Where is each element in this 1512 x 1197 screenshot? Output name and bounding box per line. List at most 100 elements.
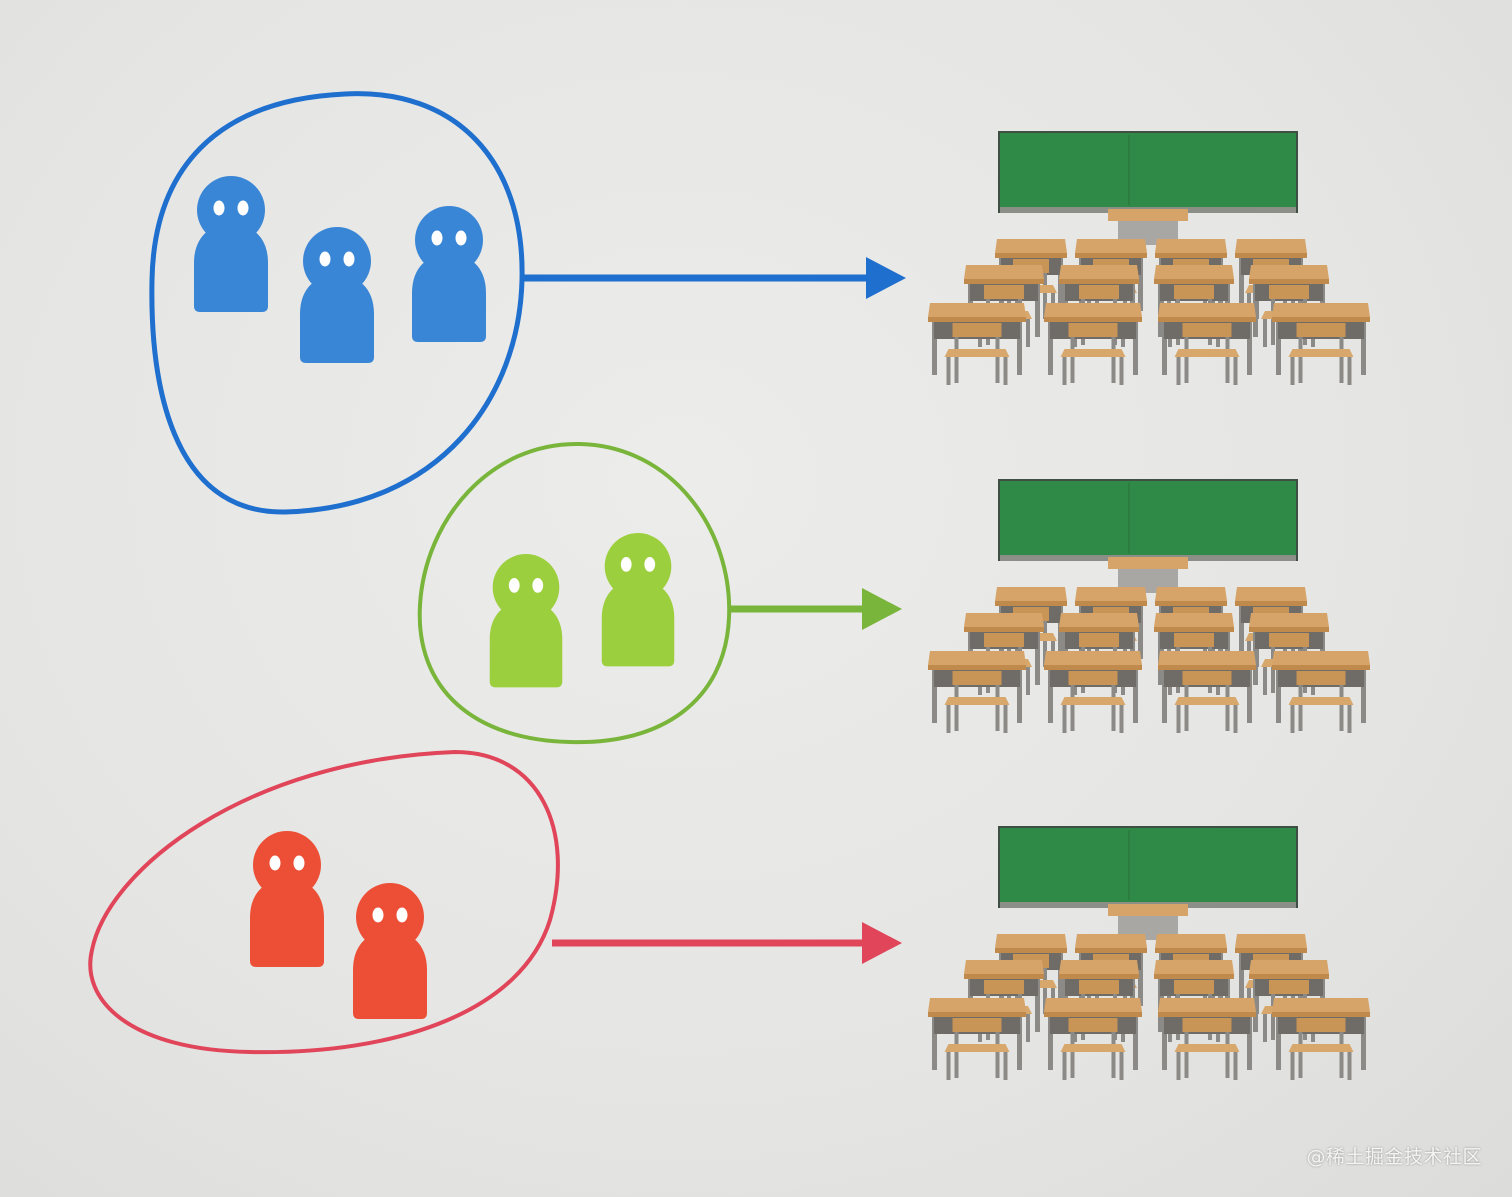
desk-edge: [964, 974, 1044, 979]
desk-leg: [1017, 665, 1022, 723]
person-eye: [213, 200, 225, 216]
chair-leg: [1290, 357, 1295, 385]
chair-leg: [946, 1052, 951, 1080]
desk-leg: [1239, 253, 1244, 311]
chair-back: [1182, 1018, 1232, 1032]
desk-leg: [932, 1012, 937, 1070]
desk-leg: [1017, 317, 1022, 375]
chair-leg: [1062, 357, 1067, 385]
desk-top: [1154, 960, 1234, 974]
chair-back: [1068, 1018, 1118, 1032]
desk-leg: [1247, 665, 1252, 723]
person-head: [604, 533, 672, 600]
desk: [1158, 303, 1256, 385]
desk: [928, 998, 1026, 1080]
chair-leg: [946, 357, 951, 385]
desk-top: [1154, 613, 1234, 627]
chair-leg: [1184, 1032, 1189, 1078]
desk-leg: [1247, 317, 1252, 375]
chair-leg: [1119, 357, 1124, 385]
chair-leg: [1043, 968, 1047, 1014]
desk-leg: [932, 317, 937, 375]
desk-leg: [1253, 974, 1258, 1032]
chair-back: [1269, 980, 1309, 994]
desk-leg: [1133, 1012, 1138, 1070]
desk-top: [1155, 587, 1227, 601]
desk-edge: [928, 317, 1026, 322]
chair-leg: [1003, 1052, 1008, 1080]
blue-group-ring: [149, 91, 525, 515]
person-body: [194, 224, 268, 312]
desk: [1272, 303, 1370, 385]
desk-edge: [964, 627, 1044, 632]
chair-back: [1296, 1018, 1346, 1032]
podium-top: [1108, 904, 1188, 916]
desk-top: [1272, 651, 1370, 665]
desk-leg: [1361, 665, 1366, 723]
chair-back: [984, 980, 1024, 994]
arrow-red: [552, 922, 902, 964]
person-icon: [412, 206, 486, 342]
chair-seat: [1060, 349, 1126, 357]
chair-leg: [1347, 357, 1352, 385]
desk-top: [1059, 265, 1139, 279]
desk-leg: [1035, 974, 1040, 1032]
chair-back: [1079, 980, 1119, 994]
person-head: [492, 554, 560, 621]
chair-leg: [1339, 685, 1344, 731]
chair-leg: [1062, 1052, 1067, 1080]
chair-back: [1269, 285, 1309, 299]
person-body: [353, 931, 427, 1019]
chair-leg: [1119, 705, 1124, 733]
desk-edge: [1154, 627, 1234, 632]
desk-edge: [1272, 1012, 1370, 1017]
chair-leg: [1062, 705, 1067, 733]
chair-leg: [1176, 705, 1181, 733]
chair-back: [984, 633, 1024, 647]
chair-back: [1269, 633, 1309, 647]
desk: [1044, 998, 1142, 1080]
desk-leg: [1276, 317, 1281, 375]
desk-edge: [995, 253, 1067, 258]
chair-back: [952, 1018, 1002, 1032]
person-icon: [194, 176, 268, 312]
desk: [1044, 303, 1142, 385]
person-eye: [532, 578, 544, 593]
chair-leg: [1003, 357, 1008, 385]
chair-seat: [1174, 1044, 1240, 1052]
chair-leg: [1111, 337, 1116, 383]
chair-back: [1174, 285, 1214, 299]
chair-leg: [1026, 1014, 1030, 1042]
arrow-head: [866, 257, 906, 299]
chair-seat: [1288, 697, 1354, 705]
chair-leg: [995, 1032, 1000, 1078]
desk: [1044, 651, 1142, 733]
arrow-blue: [522, 257, 906, 299]
person-eye: [455, 230, 467, 246]
desk-leg: [1361, 317, 1366, 375]
chalkboard: [1000, 481, 1296, 555]
chair-leg: [1003, 705, 1008, 733]
chair-leg: [1298, 685, 1303, 731]
desk-edge: [1235, 601, 1307, 606]
chair-back: [1174, 633, 1214, 647]
desk-top: [995, 587, 1067, 601]
desk-edge: [1155, 948, 1227, 953]
person-eye: [508, 578, 520, 593]
chalkboard: [1000, 133, 1296, 207]
desk-top: [1158, 651, 1256, 665]
person-icon: [601, 533, 675, 667]
chair-leg: [1263, 319, 1267, 347]
desk-edge: [1249, 627, 1329, 632]
person-body: [300, 275, 374, 363]
chair-back: [952, 671, 1002, 685]
desk: [928, 303, 1026, 385]
podium-top: [1108, 557, 1188, 569]
desk-leg: [1035, 627, 1040, 685]
desk-leg: [1048, 665, 1053, 723]
chair-leg: [1026, 319, 1030, 347]
desk: [1158, 998, 1256, 1080]
red-group-ring: [88, 749, 560, 1055]
chair-leg: [1026, 667, 1030, 695]
